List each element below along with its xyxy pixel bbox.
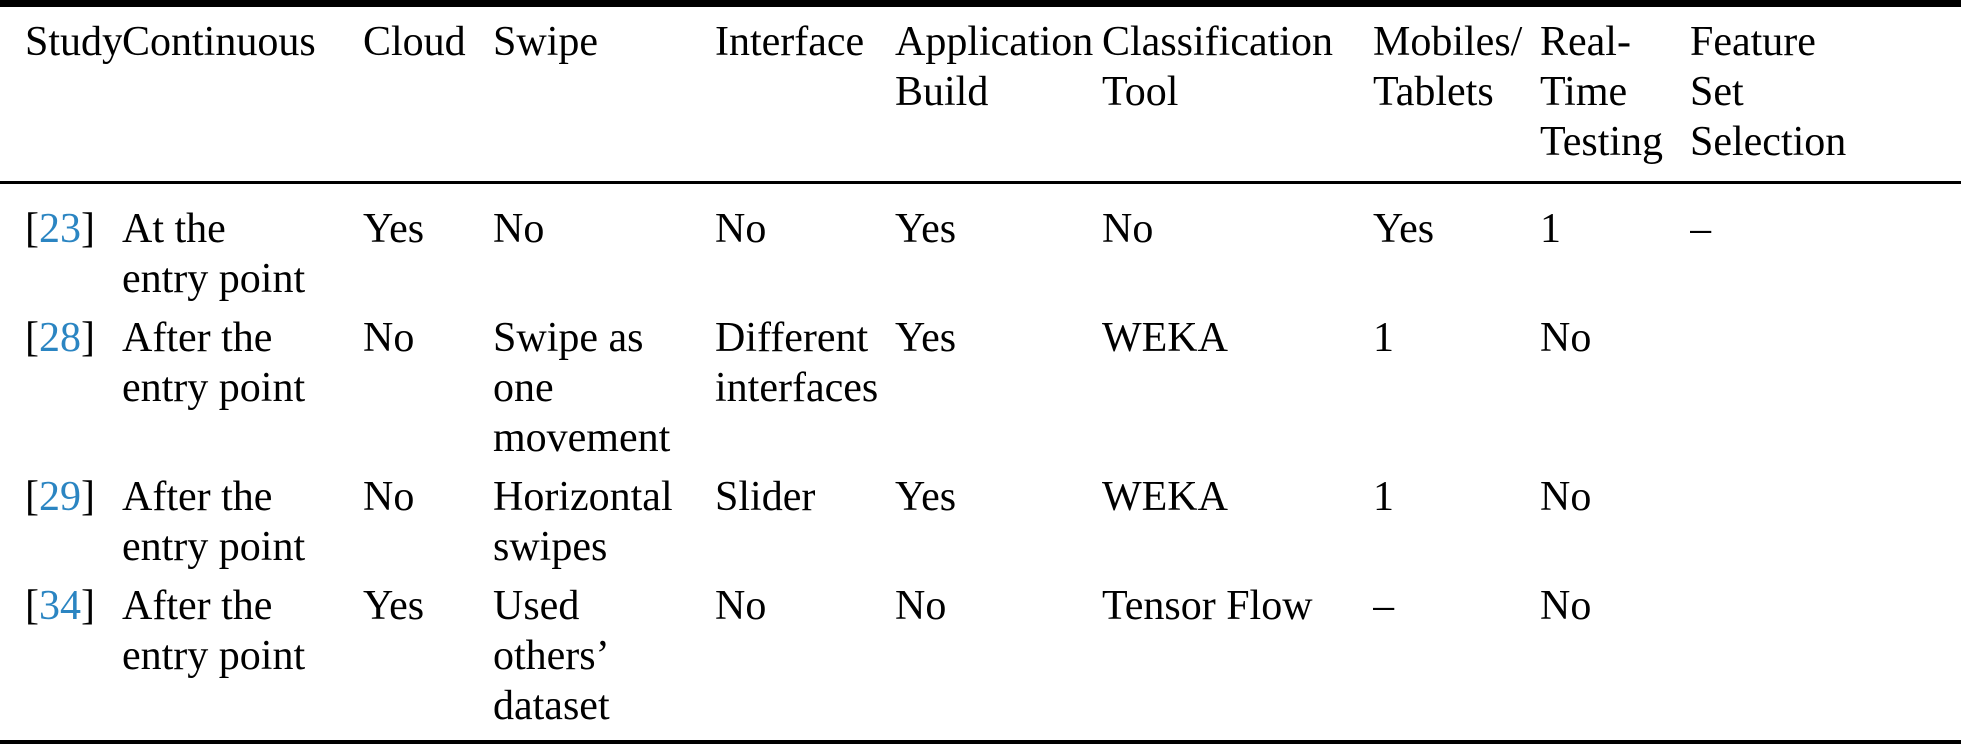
column-header-real-time-testing: Real- Time Testing [1540, 3, 1690, 184]
column-header-classification-tool: Classification Tool [1102, 3, 1373, 184]
column-header-continuous: Continuous [122, 3, 363, 184]
table-cell-cloud: Yes [363, 583, 425, 629]
citation-link[interactable]: 29 [39, 474, 81, 520]
table-cell-classification-tool: WEKA [1102, 474, 1228, 520]
table-cell-application-build: No [895, 583, 947, 629]
citation-bracket: [ [25, 583, 39, 629]
table-cell-classification-tool: No [1102, 206, 1154, 252]
citation-link[interactable]: 28 [39, 315, 81, 361]
study-citation-cell: [29] [0, 472, 122, 581]
study-citation-cell: [28] [0, 313, 122, 472]
table-row: [29] After the entry point No Horizontal… [0, 472, 1961, 581]
table-cell-swipe: Used others’ dataset [493, 583, 610, 729]
study-citation-cell: [34] [0, 581, 122, 743]
citation-bracket: ] [81, 583, 95, 629]
citation-bracket: ] [81, 315, 95, 361]
table-cell-real-time-testing: 1 [1540, 206, 1561, 252]
table-cell-real-time-testing: No [1540, 583, 1592, 629]
table-cell-application-build: Yes [895, 315, 957, 361]
table-cell-continuous: After the entry point [122, 474, 306, 570]
table-cell-real-time-testing: No [1540, 474, 1592, 520]
table-cell-mobiles-tablets: – [1373, 583, 1394, 629]
header-row: Study Continuous Cloud Swipe Interface A… [0, 3, 1961, 184]
table-cell-feature-set-selection [1690, 472, 1961, 581]
citation-bracket: [ [25, 474, 39, 520]
table-cell-mobiles-tablets: Yes [1373, 206, 1435, 252]
citation-link[interactable]: 34 [39, 583, 81, 629]
citation-bracket: [ [25, 315, 39, 361]
table-cell-application-build: Yes [895, 474, 957, 520]
table-cell-cloud: No [363, 315, 415, 361]
table-cell-continuous: At the entry point [122, 206, 306, 302]
table-cell-mobiles-tablets: 1 [1373, 315, 1394, 361]
table-cell-swipe: No [493, 206, 545, 252]
column-header-swipe: Swipe [493, 3, 715, 184]
table-row: [28] After the entry point No Swipe as o… [0, 313, 1961, 472]
table-cell-interface: Slider [715, 474, 816, 520]
table-cell-feature-set-selection [1690, 313, 1961, 472]
table-cell-application-build: Yes [895, 206, 957, 252]
table-cell-cloud: Yes [363, 206, 425, 252]
column-header-application-build: Application Build [895, 3, 1102, 184]
table-row: [23] At the entry point Yes No No Yes No… [0, 183, 1961, 314]
table-cell-real-time-testing: No [1540, 315, 1592, 361]
study-citation-cell: [23] [0, 183, 122, 314]
table-cell-feature-set-selection: – [1690, 206, 1711, 252]
table-cell-swipe: Horizontal swipes [493, 474, 673, 570]
table-cell-mobiles-tablets: 1 [1373, 474, 1394, 520]
table-cell-interface: No [715, 206, 767, 252]
table-cell-classification-tool: Tensor Flow [1102, 583, 1313, 629]
citation-bracket: ] [81, 206, 95, 252]
table-row: [34] After the entry point Yes Used othe… [0, 581, 1961, 743]
table-cell-cloud: No [363, 474, 415, 520]
citation-link[interactable]: 23 [39, 206, 81, 252]
table-cell-continuous: After the entry point [122, 315, 306, 411]
column-header-mobiles-tablets: Mobiles/ Tablets [1373, 3, 1540, 184]
column-header-study: Study [0, 3, 122, 184]
table-cell-interface: Different interfaces [715, 315, 879, 411]
table-cell-classification-tool: WEKA [1102, 315, 1228, 361]
table-cell-interface: No [715, 583, 767, 629]
column-header-interface: Interface [715, 3, 895, 184]
column-header-feature-set-selection: Feature Set Selection [1690, 3, 1961, 184]
citation-bracket: [ [25, 206, 39, 252]
column-header-cloud: Cloud [363, 3, 493, 184]
table-cell-swipe: Swipe as one movement [493, 315, 671, 461]
table-cell-continuous: After the entry point [122, 583, 306, 679]
table-cell-feature-set-selection [1690, 581, 1961, 743]
citation-bracket: ] [81, 474, 95, 520]
